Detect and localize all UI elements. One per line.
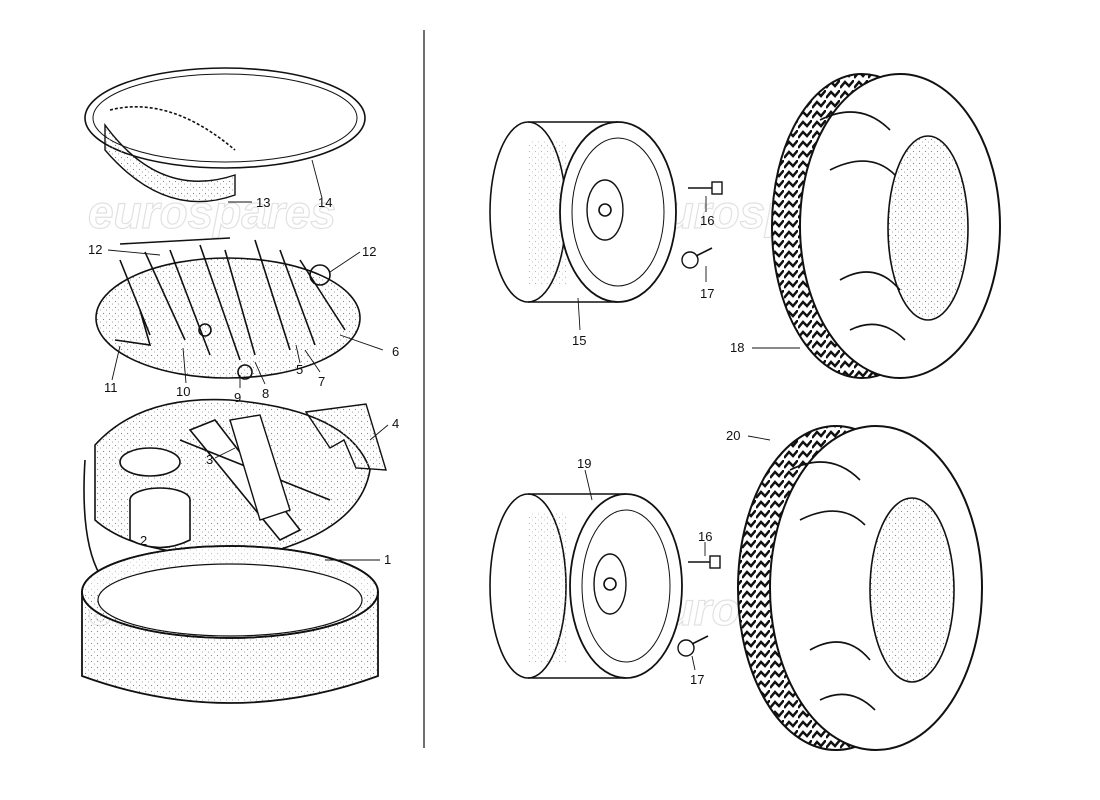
callout-7: 7: [318, 374, 325, 389]
callout-10: 10: [176, 384, 190, 399]
valve-top-part-17: [681, 247, 713, 269]
wheel-rim-top-part-15: [489, 121, 677, 303]
tyre-top-part-18: [771, 73, 1001, 379]
callout-labels: 1 2 3 4 5 6 7 8 9 10 11 12 12 13 14 15 1…: [88, 195, 744, 687]
callout-4: 4: [392, 416, 399, 431]
callout-20: 20: [726, 428, 740, 443]
valve-bottom-part-17: [677, 635, 709, 657]
tyre-bottom-part-20: [737, 425, 983, 751]
callout-16-top: 16: [700, 213, 714, 228]
callout-2: 2: [140, 533, 147, 548]
case-base-part-1: [81, 545, 379, 704]
callout-3: 3: [206, 452, 213, 467]
callout-11: 11: [104, 380, 118, 395]
callout-16-bottom: 16: [698, 529, 712, 544]
callout-8: 8: [262, 386, 269, 401]
callout-13: 13: [256, 195, 270, 210]
callout-12-right: 12: [362, 244, 376, 259]
callout-19: 19: [577, 456, 591, 471]
callout-12-left: 12: [88, 242, 102, 257]
tool-roll-group: [83, 398, 387, 576]
tool-tray-group: [95, 237, 361, 380]
callout-17-bottom: 17: [690, 672, 704, 687]
callout-9: 9: [234, 390, 241, 405]
callout-1: 1: [384, 552, 391, 567]
callout-17-top: 17: [700, 286, 714, 301]
callout-6: 6: [392, 344, 399, 359]
callout-14: 14: [318, 195, 332, 210]
callout-18: 18: [730, 340, 744, 355]
toothed-strap-part-13: [104, 106, 236, 203]
callout-5: 5: [296, 362, 303, 377]
wheel-rim-bottom-part-19: [489, 493, 683, 679]
wheel-bolt-bottom-part-16: [688, 555, 721, 569]
belt-loop-part-14: [84, 67, 366, 169]
callout-15: 15: [572, 333, 586, 348]
wheel-bolt-top-part-16: [688, 181, 723, 195]
leader-lines: [107, 159, 800, 671]
